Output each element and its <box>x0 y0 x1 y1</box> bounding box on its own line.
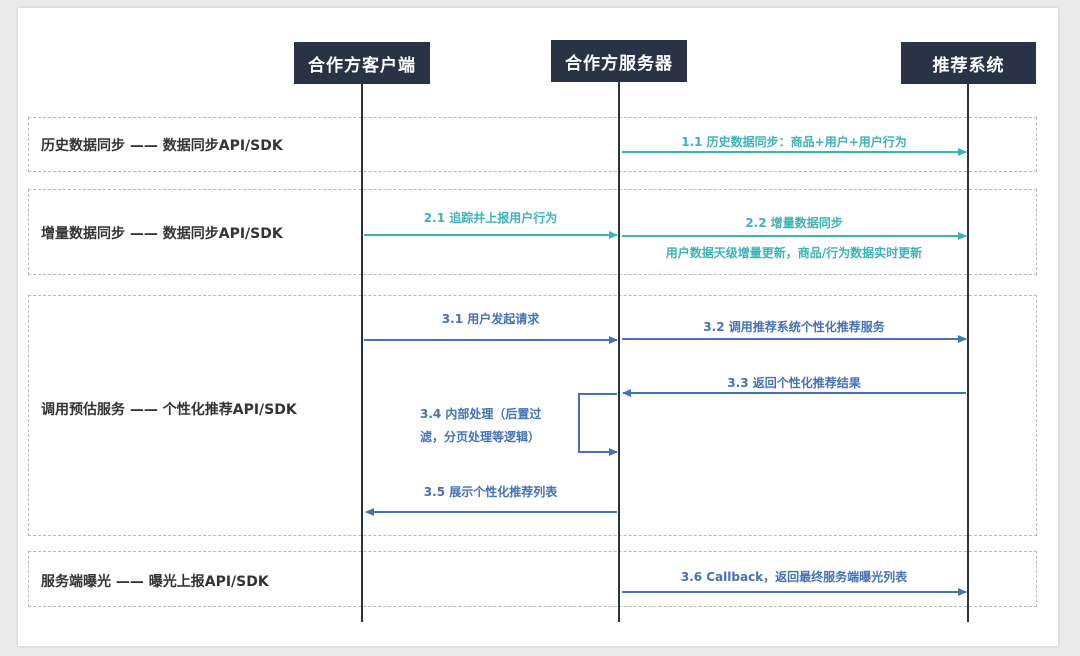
message-3-2: 3.2 调用推荐系统个性化推荐服务 <box>703 320 885 334</box>
diagram-canvas <box>18 8 1058 646</box>
message-2-2-note: 用户数据天级增量更新，商品/行为数据实时更新 <box>665 246 923 260</box>
message-1-1: 1.1 历史数据同步：商品+用户+用户行为 <box>681 135 907 149</box>
message-3-3: 3.3 返回个性化推荐结果 <box>727 376 861 390</box>
arrow-3-4-self-loop <box>578 393 618 456</box>
message-3-4-line2: 滤，分页处理等逻辑） <box>420 430 541 444</box>
message-2-2: 2.2 增量数据同步 <box>745 216 843 230</box>
section-history-sync: 历史数据同步 —— 数据同步API/SDK <box>28 117 1037 172</box>
actor-client: 合作方客户端 <box>294 42 430 84</box>
section-server-exposure: 服务端曝光 —— 曝光上报API/SDK <box>28 551 1037 607</box>
message-3-4-line1: 3.4 内部处理（后置过 <box>420 407 542 421</box>
message-3-1: 3.1 用户发起请求 <box>441 312 540 326</box>
actor-recsys: 推荐系统 <box>901 42 1036 84</box>
section-invoke-service: 调用预估服务 —— 个性化推荐API/SDK <box>28 295 1037 536</box>
message-3-6: 3.6 Callback，返回最终服务端曝光列表 <box>680 570 908 584</box>
section-label: 服务端曝光 —— 曝光上报API/SDK <box>41 574 269 590</box>
message-3-5: 3.5 展示个性化推荐列表 <box>423 485 558 499</box>
section-label: 增量数据同步 —— 数据同步API/SDK <box>41 226 283 242</box>
section-label: 历史数据同步 —— 数据同步API/SDK <box>41 138 283 154</box>
message-2-1: 2.1 追踪并上报用户行为 <box>423 211 558 225</box>
section-incremental-sync: 增量数据同步 —— 数据同步API/SDK <box>28 189 1037 275</box>
section-label: 调用预估服务 —— 个性化推荐API/SDK <box>41 402 297 418</box>
actor-server: 合作方服务器 <box>551 40 687 82</box>
